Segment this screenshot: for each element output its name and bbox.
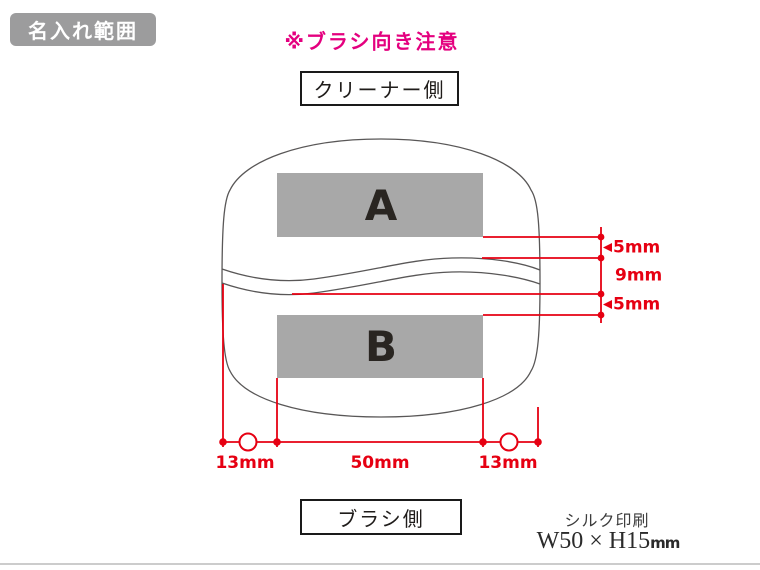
print-area-a — [277, 173, 483, 237]
dimension-label-middle-gap: 9mm — [615, 265, 663, 286]
dimension-circle-marker — [499, 432, 519, 452]
dimension-label-top-gap: 5mm — [613, 237, 661, 258]
print-area-a-label: A — [364, 181, 398, 230]
seam-curve-bottom — [221, 271, 541, 296]
dimension-label-right-margin: 13mm — [478, 453, 538, 473]
caution-note: ※ブラシ向き注意 — [284, 29, 460, 54]
dimension-circle-marker — [238, 432, 258, 452]
print-area-b — [277, 315, 483, 378]
dimension-lines-right — [292, 227, 612, 323]
left-arrowhead-icon — [603, 243, 612, 252]
dimension-label-width: 50mm — [350, 453, 410, 473]
print-size-label: W50 × H15mm — [536, 528, 681, 554]
dimension-label-bottom-gap: 5mm — [613, 294, 661, 315]
print-size-unit: mm — [650, 534, 680, 552]
page-bottom-divider — [0, 563, 760, 565]
dimension-lines-bottom — [219, 284, 542, 452]
dimension-label-left-margin: 13mm — [215, 453, 275, 473]
seam-curve-top — [221, 257, 541, 282]
cleaner-side-label-box: クリーナー側 — [300, 71, 459, 106]
print-method-label: シルク印刷 — [564, 511, 650, 530]
cleaner-side-label: クリーナー側 — [313, 78, 446, 102]
brush-side-label: ブラシ側 — [337, 506, 425, 531]
print-area-b-label: B — [364, 322, 398, 371]
print-area-badge: 名入れ範囲 — [10, 13, 156, 46]
print-size-value: W50 × H15 — [536, 528, 651, 554]
brush-side-label-box: ブラシ側 — [300, 499, 462, 535]
left-arrowhead-icon — [603, 300, 612, 309]
